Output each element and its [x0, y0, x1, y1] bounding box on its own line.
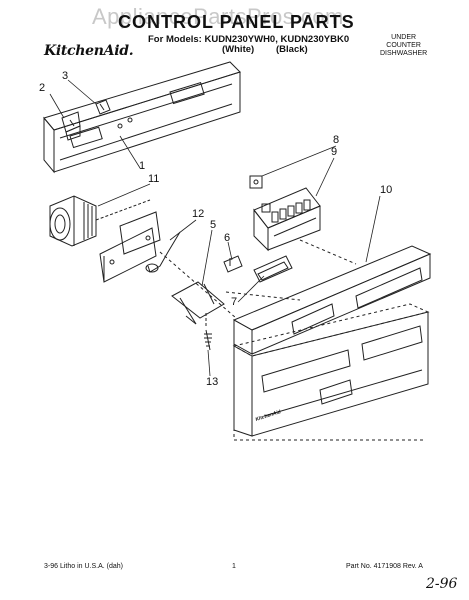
part-7-handle: [253, 255, 293, 283]
callout-6: 6: [224, 232, 231, 244]
color-white-label: (White): [222, 44, 255, 55]
callout-10: 10: [380, 184, 393, 196]
footer-litho: 3-96 Litho in U.S.A. (dah): [44, 563, 123, 570]
page-title: CONTROL PANEL PARTS: [118, 12, 355, 32]
callout-2: 2: [39, 82, 46, 94]
assembly-leader-lines: [159, 239, 426, 441]
models-line: For Models: KUDN230YWH0, KUDN230YBK0: [148, 34, 350, 45]
watermark: AppliancePartsPros.com: [92, 4, 344, 29]
appliance-type: UNDER COUNTER DISHWASHER: [380, 34, 427, 58]
callout-3: 3: [62, 70, 69, 82]
appliance-line-3: DISHWASHER: [380, 50, 428, 57]
callout-12: 12: [192, 208, 205, 220]
footer-page-number: 1: [232, 563, 236, 570]
part-6-clip: [223, 255, 243, 273]
callout-7: 7: [231, 296, 238, 308]
part-5-bracket: [171, 281, 225, 325]
part-11-timer: [49, 195, 151, 247]
part-12-clip: [145, 231, 181, 273]
footer-part-number: Part No. 4171908 Rev. A: [346, 563, 423, 570]
appliance-line-2: COUNTER: [386, 42, 421, 49]
callout-9: 9: [331, 146, 338, 158]
part-9-switch-assembly: [253, 187, 321, 252]
part-8-knob: [249, 175, 263, 189]
timer-bracket: [99, 211, 161, 283]
brand-logo: KitchenAid.: [44, 43, 134, 59]
callout-leaders: [49, 79, 381, 377]
callout-5: 5: [210, 219, 217, 231]
color-black-label: (Black): [276, 44, 308, 55]
part-3-clip: [95, 99, 111, 115]
lower-control-panel: [232, 303, 430, 437]
callout-1: 1: [139, 160, 146, 172]
part-1-rail: [43, 61, 241, 174]
part-10-front-panel: [232, 245, 432, 355]
part-2-switch: [61, 111, 81, 141]
handwritten-date: 2-96: [426, 576, 458, 592]
part-13-screw: [204, 312, 212, 351]
callout-8: 8: [333, 134, 340, 146]
appliance-line-1: UNDER: [391, 34, 417, 41]
callout-11: 11: [148, 173, 160, 185]
callout-13: 13: [206, 376, 219, 388]
